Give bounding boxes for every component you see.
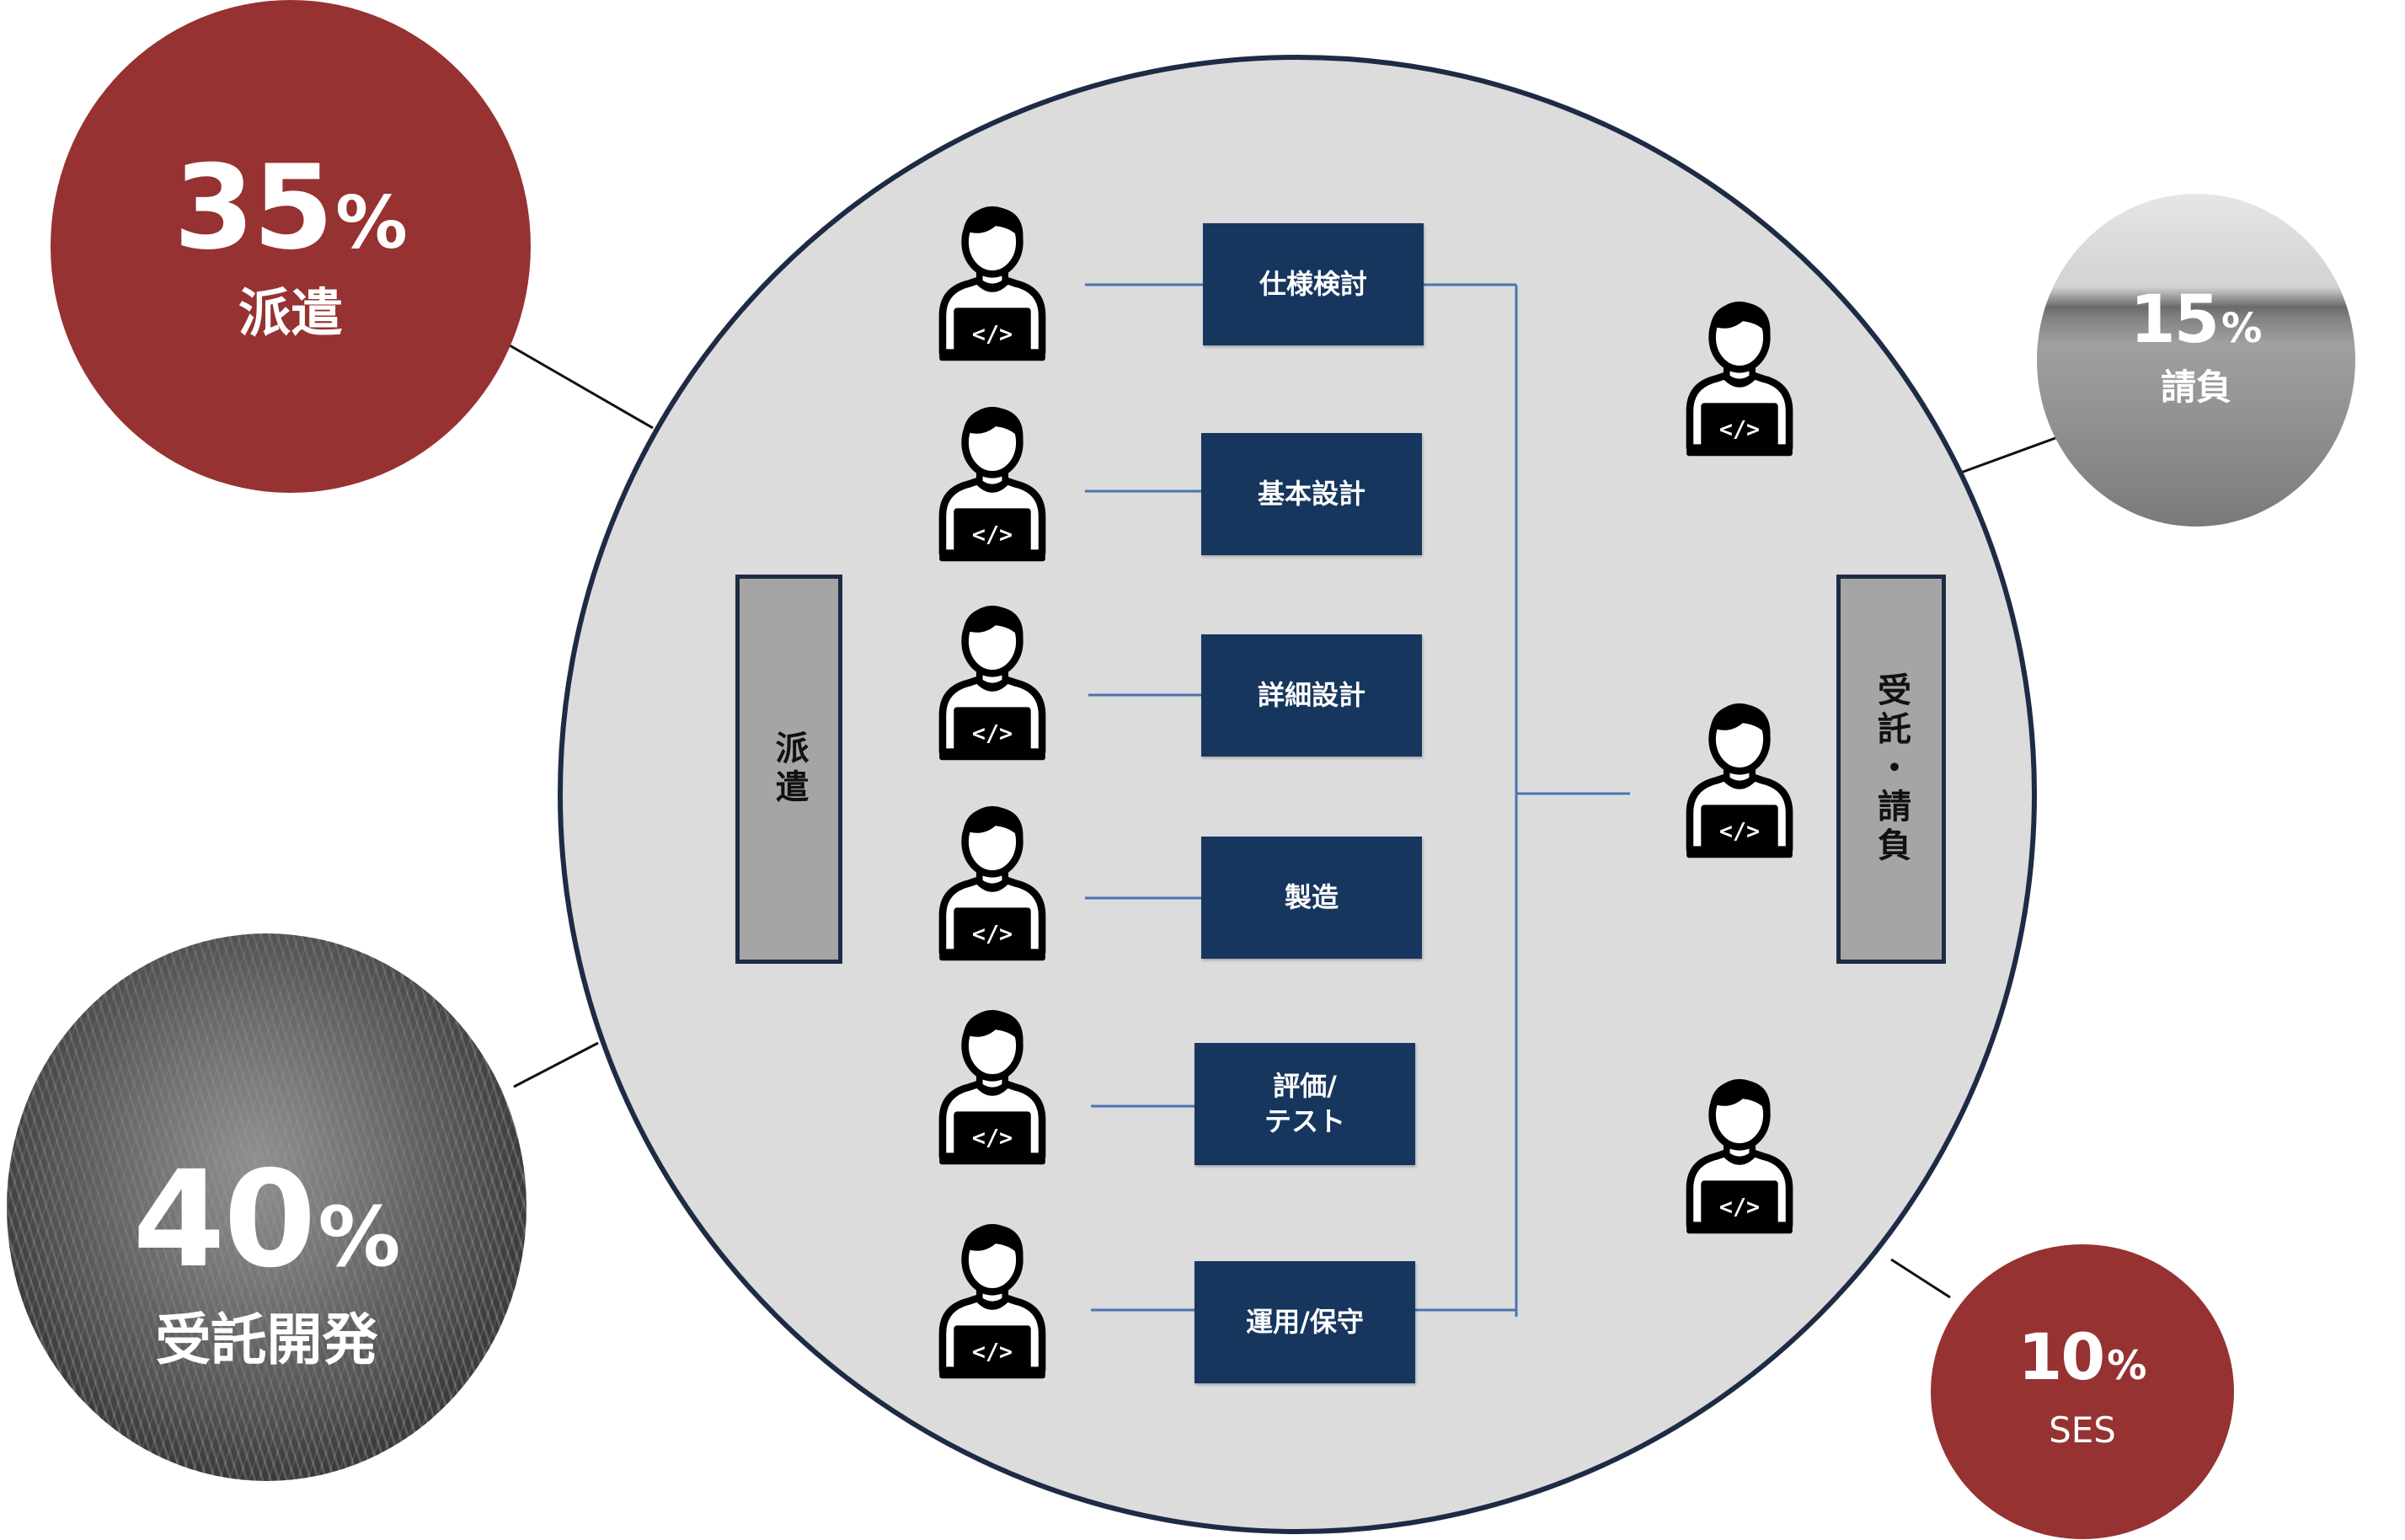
phase-box-manufacture: 製造 [1201, 837, 1422, 959]
phase-box-spec: 仕様検討 [1203, 223, 1424, 345]
phase-box-detail-design: 詳細設計 [1201, 634, 1422, 757]
phase-label: 評価/ テスト [1264, 1069, 1345, 1137]
stat-jutaku-label: 受託開発 [155, 1307, 378, 1372]
phase-label: 詳細設計 [1257, 678, 1366, 711]
developer-laptop-icon [1672, 291, 1807, 459]
stat-ses-label: SES [2049, 1409, 2116, 1451]
stat-jutaku-percent: 40% [132, 1142, 401, 1297]
phase-box-basic-design: 基本設計 [1201, 433, 1422, 555]
phase-label: 製造 [1284, 880, 1339, 913]
jutaku-pointer-line [513, 1041, 599, 1088]
stat-ses: 10% SES [1931, 1244, 2234, 1539]
stat-ses-percent: 10% [2018, 1318, 2147, 1394]
jutaku-ukeoi-bar-label: 受託・請負 [1872, 672, 1911, 866]
developer-laptop-icon [1672, 1068, 1807, 1237]
developer-laptop-icon [925, 795, 1060, 964]
phase-label: 仕様検討 [1259, 267, 1367, 300]
stat-haken-percent: 35% [174, 140, 408, 276]
developer-laptop-icon [1672, 692, 1807, 861]
stat-haken-label: 派遣 [238, 282, 343, 345]
jutaku-ukeoi-bar: 受託・請負 [1836, 575, 1946, 964]
phase-label: 運用/保守 [1246, 1305, 1364, 1338]
stat-haken: 35% 派遣 [51, 0, 531, 493]
developer-laptop-icon [925, 1213, 1060, 1382]
stat-ukeoi: 15% 請負 [2037, 194, 2355, 527]
stat-ukeoi-percent: 15% [2130, 282, 2263, 359]
developer-laptop-icon [925, 195, 1060, 364]
ses-pointer-line [1890, 1258, 1951, 1299]
haken-bar: 派遣 [735, 575, 842, 964]
haken-bar-label: 派遣 [769, 730, 809, 808]
ukeoi-pointer-line [1958, 436, 2056, 475]
phase-box-operation: 運用/保守 [1194, 1261, 1415, 1383]
developer-laptop-icon [925, 595, 1060, 763]
phase-box-test: 評価/ テスト [1194, 1043, 1415, 1165]
developer-laptop-icon [925, 999, 1060, 1168]
developer-laptop-icon [925, 396, 1060, 564]
haken-pointer-line [509, 344, 654, 430]
stat-jutaku: 40% 受託開発 [7, 933, 526, 1481]
stat-ukeoi-label: 請負 [2160, 366, 2231, 409]
phase-label: 基本設計 [1257, 477, 1366, 510]
